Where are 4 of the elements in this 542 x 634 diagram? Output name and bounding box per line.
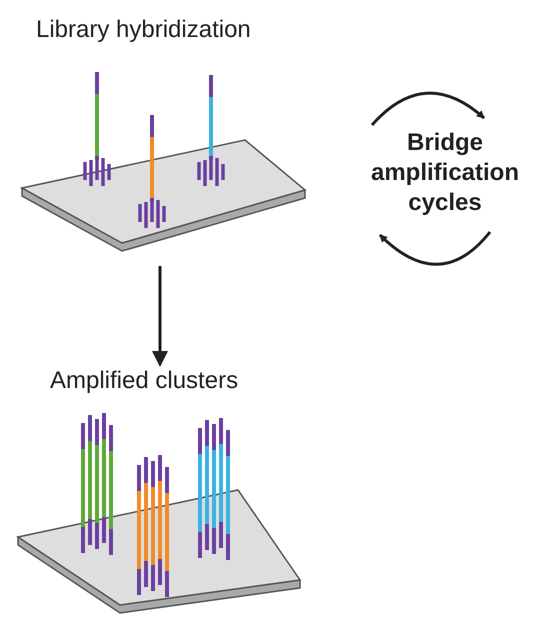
heading: Library hybridization [36, 16, 251, 44]
heading: Amplified clusters [50, 367, 238, 395]
cycle-label: Bridge amplification cycles [370, 128, 520, 218]
arrow [152, 266, 168, 367]
